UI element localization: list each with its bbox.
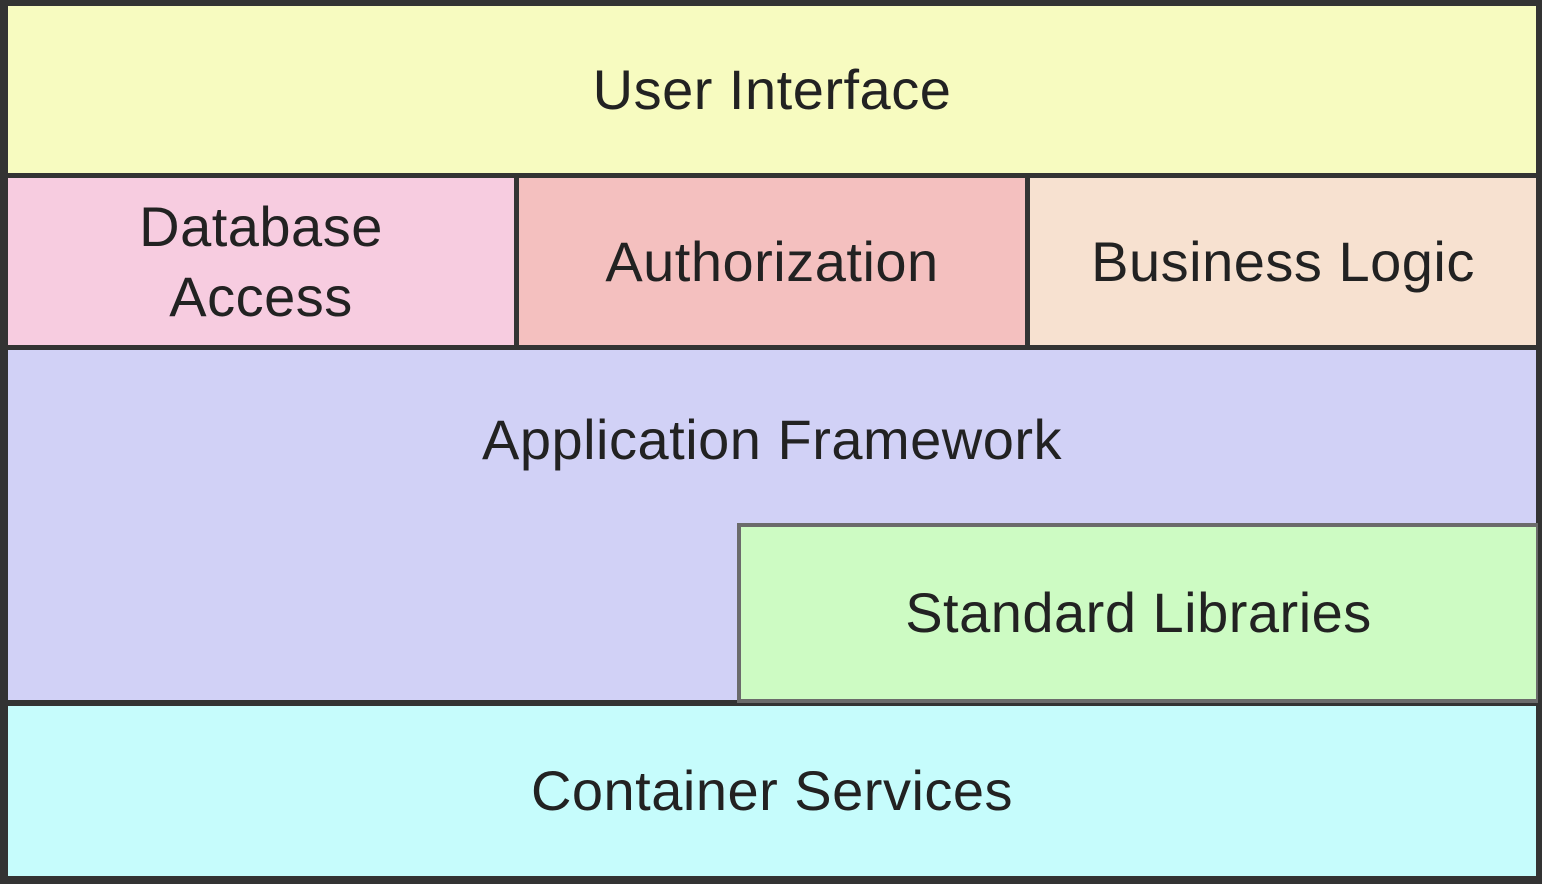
authorization-layer: Authorization [519, 178, 1025, 345]
database-access-label: Database Access [139, 194, 383, 328]
database-access-layer: Database Access [8, 178, 514, 345]
business-logic-layer: Business Logic [1030, 178, 1536, 345]
business-logic-label: Business Logic [1091, 229, 1475, 293]
container-services-layer: Container Services [8, 706, 1536, 876]
standard-libraries-label: Standard Libraries [905, 581, 1372, 644]
user-interface-label: User Interface [592, 57, 952, 121]
application-framework-label-wrap: Application Framework [8, 350, 1536, 530]
user-interface-layer: User Interface [8, 6, 1536, 173]
application-framework-label: Application Framework [481, 408, 1063, 471]
standard-libraries-layer: Standard Libraries [741, 527, 1536, 699]
authorization-label: Authorization [605, 229, 939, 293]
container-services-label: Container Services [530, 759, 1014, 822]
